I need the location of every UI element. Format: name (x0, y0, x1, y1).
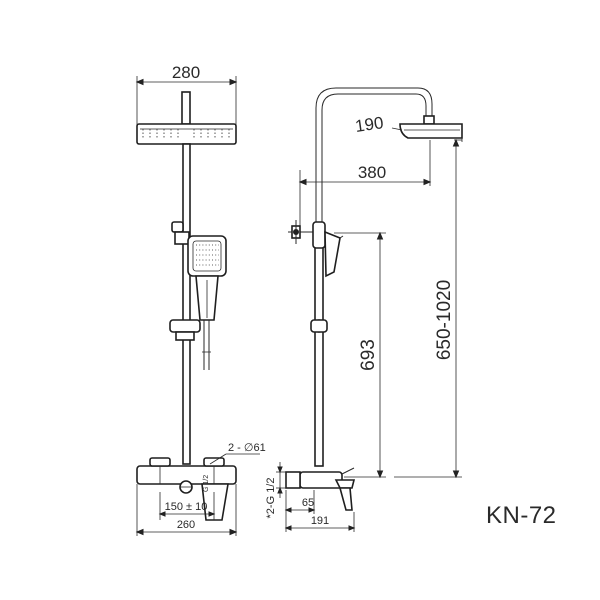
front-slide-bracket (169, 319, 201, 333)
dim-center-distance: 150 ± 10 (165, 501, 208, 513)
dim-depth-191: 191 (311, 515, 329, 527)
dim-depth-65: 65 (302, 497, 314, 509)
side-riser-pipe (314, 229, 324, 467)
dim-mixer-height: 693 (358, 339, 379, 371)
side-hand-shower (324, 230, 341, 278)
dim-head-diameter: 190 (354, 113, 385, 136)
dim-front-width: 280 (172, 63, 200, 82)
front-riser-pipe (182, 143, 191, 465)
side-diverter-knob (288, 220, 316, 244)
front-view: 280 (135, 63, 266, 536)
front-shower-head (136, 123, 237, 145)
front-head-nozzles (142, 129, 230, 138)
model-label: KN-72 (486, 502, 557, 529)
side-view: 190 380 (265, 87, 463, 532)
dim-total-width: 260 (177, 519, 195, 531)
dim-thread-spec: *2-G 1/2 (265, 478, 277, 519)
dim-height-range: 650-1020 (434, 280, 455, 360)
side-shower-arm (315, 87, 433, 230)
dim-arm-length: 380 (358, 163, 386, 182)
side-shower-head (399, 123, 463, 139)
dim-inlet-spec: 2 - ∅61 (228, 442, 266, 454)
dim-small-thread: G 1/2 (203, 475, 210, 492)
